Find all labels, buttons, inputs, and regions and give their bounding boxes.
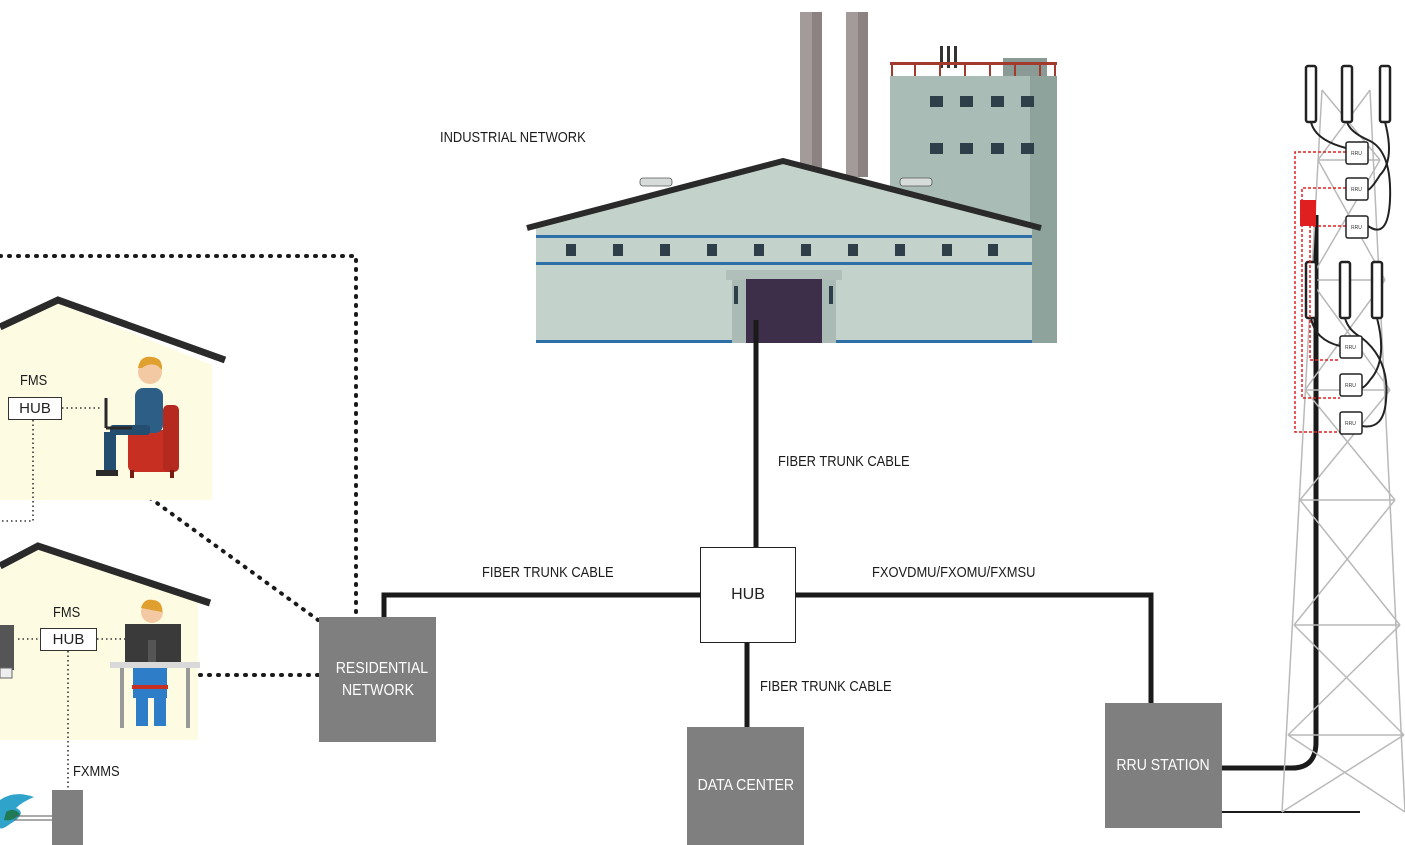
cable-label-left: FIBER TRUNK CABLE bbox=[482, 564, 614, 581]
cable-label-top: FIBER TRUNK CABLE bbox=[778, 453, 910, 470]
residential-network-node: RESIDENTIAL NETWORK bbox=[319, 617, 436, 742]
house2-hub: HUB bbox=[40, 628, 97, 651]
rru-label: RRU bbox=[1351, 187, 1362, 193]
cable-label-bottom: FIBER TRUNK CABLE bbox=[760, 678, 892, 695]
data-center-node: DATA CENTER bbox=[687, 727, 804, 845]
dotted-links bbox=[0, 254, 358, 677]
fxmms-box bbox=[52, 790, 83, 845]
rru-label: RRU bbox=[1345, 383, 1356, 389]
rru-label: RRU bbox=[1345, 421, 1356, 427]
rru-label: RRU bbox=[1345, 345, 1356, 351]
fiber-cables bbox=[381, 215, 1360, 813]
house-2 bbox=[0, 542, 212, 790]
cable-label-right: FXOVDMU/FXOMU/FXMSU bbox=[872, 564, 1036, 581]
fxmms-label: FXMMS bbox=[73, 763, 120, 780]
rru-station-node: RRU STATION bbox=[1105, 703, 1222, 828]
house-1 bbox=[0, 296, 227, 522]
rru-label: RRU bbox=[1351, 225, 1362, 231]
rru-label: RRU bbox=[1351, 151, 1362, 157]
house2-fms-label: FMS bbox=[53, 604, 81, 621]
house1-fms-label: FMS bbox=[20, 372, 48, 389]
central-hub: HUB bbox=[700, 547, 796, 643]
industrial-network-label: INDUSTRIAL NETWORK bbox=[440, 129, 586, 146]
factory-illustration bbox=[526, 12, 1057, 343]
house1-hub: HUB bbox=[8, 397, 62, 420]
cell-tower: RRU RRU RRU RRU RRU RRU bbox=[1281, 64, 1405, 813]
water-splash-icon bbox=[0, 794, 52, 829]
